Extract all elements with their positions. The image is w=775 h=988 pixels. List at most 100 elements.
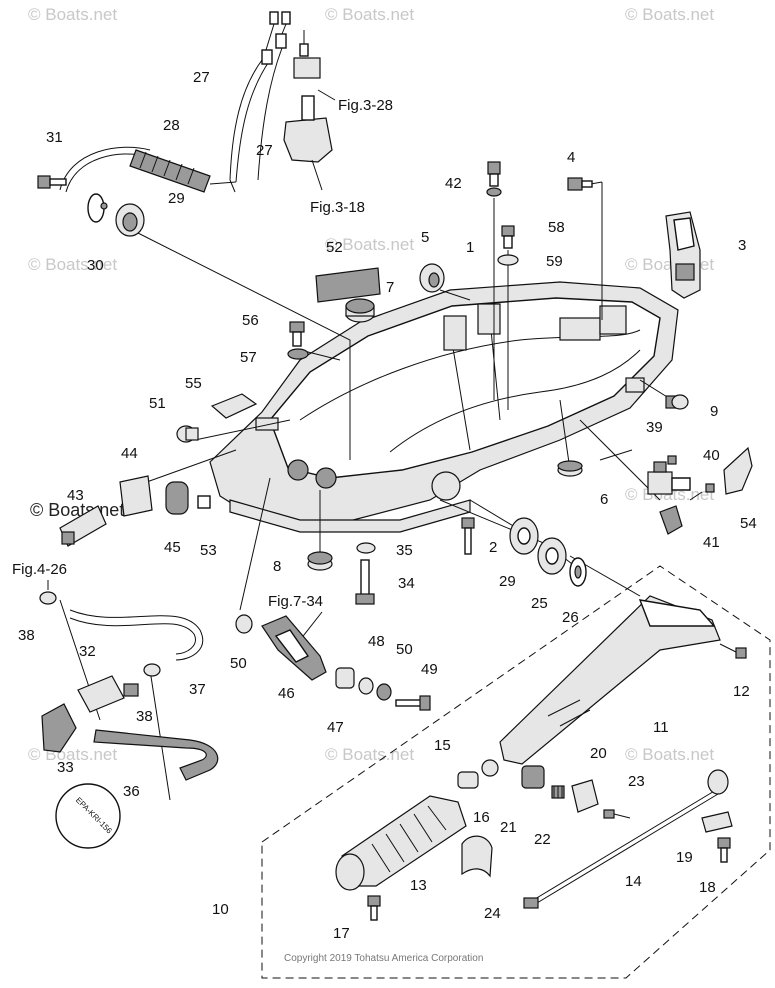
callout-22: 22	[534, 831, 551, 848]
callout-21: 21	[500, 819, 517, 836]
callout-34: 34	[398, 575, 415, 592]
part-36-fuel-hose	[93, 729, 219, 781]
part-11-tiller-arm	[499, 595, 721, 765]
part-14-throttle-rod	[523, 769, 729, 909]
callout-50-left: 50	[230, 655, 247, 672]
part-25-collar	[537, 537, 567, 575]
callout-8: 8	[273, 558, 281, 575]
watermark: © Boats.net	[28, 5, 117, 24]
bottom-cowling	[209, 281, 679, 533]
part-48-washer	[358, 677, 374, 695]
callout-57: 57	[240, 349, 257, 366]
part-29-grommet	[115, 203, 145, 237]
part-21-nut	[521, 765, 545, 789]
callout-47: 47	[327, 719, 344, 736]
part-43-connector	[59, 505, 107, 547]
tiller-group-outline	[261, 565, 771, 979]
part-27-cables	[257, 11, 291, 181]
part-49-bolt	[395, 695, 431, 711]
part-29-collar	[509, 517, 539, 555]
part-28-cable-boot	[59, 146, 237, 193]
part-26-washer	[569, 557, 587, 587]
part-55-label	[210, 393, 258, 419]
fig-ref-7-34: Fig.7-34	[268, 593, 323, 610]
callout-38-lower: 38	[136, 708, 153, 725]
callout-17: 17	[333, 925, 350, 942]
callout-14: 14	[625, 873, 642, 890]
watermark: © Boats.net	[28, 255, 117, 274]
callout-6: 6	[600, 491, 608, 508]
part-47-collar	[335, 667, 355, 689]
callout-15: 15	[434, 737, 451, 754]
callout-13: 13	[410, 877, 427, 894]
part-34-bolt	[355, 559, 375, 605]
callout-12: 12	[733, 683, 750, 700]
callout-50-right: 50	[396, 641, 413, 658]
callout-labels: 1 2 3 4 5 6 7 8 9 10 11 12 13 14 15 16 1…	[18, 69, 757, 942]
callout-24: 24	[484, 905, 501, 922]
callout-5: 5	[421, 229, 429, 246]
callout-46: 46	[278, 685, 295, 702]
callout-19: 19	[676, 849, 693, 866]
watermark: © Boats.net	[325, 745, 414, 764]
callout-49: 49	[421, 661, 438, 678]
figure-references: Fig.3-28 Fig.3-18 Fig.4-26 Fig.7-34	[12, 97, 393, 610]
callout-29-lower: 29	[499, 573, 516, 590]
part-2-bolt	[461, 517, 475, 555]
callout-23: 23	[628, 773, 645, 790]
callout-44: 44	[121, 445, 138, 462]
fig-3-28-switch	[293, 30, 336, 101]
callout-40: 40	[703, 447, 720, 464]
part-59-washer	[497, 254, 519, 266]
watermark: © Boats.net	[325, 5, 414, 24]
part-32-connector	[77, 675, 139, 713]
part-52-label	[315, 267, 381, 303]
callout-27-upper: 27	[193, 69, 210, 86]
part-50-washer	[376, 683, 392, 701]
part-38-clamp-lower	[143, 663, 161, 677]
copyright-text: Copyright 2019 Tohatsu America Corporati…	[284, 953, 483, 964]
part-53-pad	[197, 495, 211, 509]
part-33-primer-bulb	[41, 703, 77, 753]
part-24-band	[461, 835, 493, 878]
callout-29-upper: 29	[168, 190, 185, 207]
part-3-bracket	[665, 211, 701, 299]
callout-32: 32	[79, 643, 96, 660]
callout-26: 26	[562, 609, 579, 626]
callout-56: 56	[242, 312, 259, 329]
callout-42: 42	[445, 175, 462, 192]
watermark: © Boats.net	[625, 255, 714, 274]
callout-30: 30	[87, 257, 104, 274]
callout-28: 28	[163, 117, 180, 134]
part-58-bolt	[501, 225, 515, 249]
callout-52: 52	[326, 239, 343, 256]
callout-7: 7	[386, 279, 394, 296]
fig-3-18-switch	[283, 95, 333, 191]
callout-20: 20	[590, 745, 607, 762]
watermark: © Boats.net	[625, 745, 714, 764]
part-40-screw	[689, 483, 715, 501]
part-51-plug	[176, 425, 199, 443]
fig-ref-3-18: Fig.3-18	[310, 199, 365, 216]
callout-11: 11	[653, 719, 669, 736]
part-57-washer	[287, 348, 309, 360]
callout-4: 4	[567, 149, 575, 166]
part-20-block	[571, 779, 599, 813]
part-38-clamp	[39, 591, 57, 605]
part-17-screw	[367, 895, 381, 921]
part-18-screw	[717, 837, 731, 863]
callout-43: 43	[67, 487, 84, 504]
fig-ref-4-26: Fig.4-26	[12, 561, 67, 578]
callout-35: 35	[396, 542, 413, 559]
part-7-grommet	[345, 298, 375, 323]
callout-33: 33	[57, 759, 74, 776]
part-22-spring	[551, 785, 565, 799]
part-8-grommet	[307, 551, 333, 571]
callout-54: 54	[740, 515, 757, 532]
callout-53: 53	[200, 542, 217, 559]
watermark: © Boats.net	[325, 235, 414, 254]
part-46-lever	[261, 615, 327, 681]
watermark: © Boats.net	[625, 5, 714, 24]
fig-ref-3-28: Fig.3-28	[338, 97, 393, 114]
